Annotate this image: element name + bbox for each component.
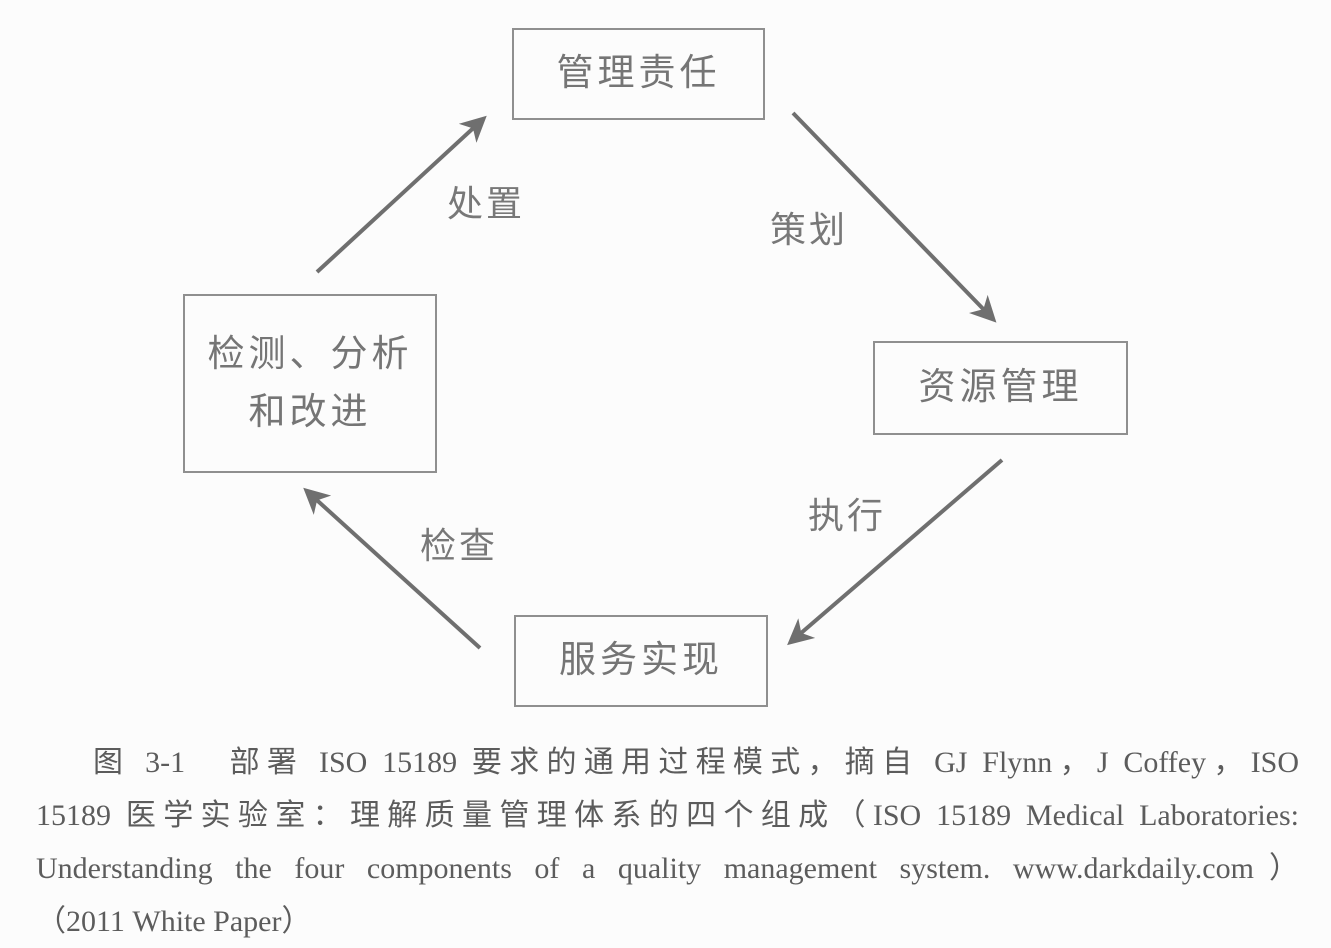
node-management-responsibility: 管理责任 [512,28,765,120]
node-label-line1: 检测、分析 [207,334,413,376]
caption-line-1: 图 3-1 部署 ISO 15189 要求的通用过程模式，摘自 GJ Flynn… [93,746,1299,779]
edge-label-plan: 策划 [770,210,849,250]
figure-caption: 图 3-1 部署 ISO 15189 要求的通用过程模式，摘自 GJ Flynn… [36,736,1299,948]
node-label: 资源管理 [918,367,1083,409]
caption-line-2: 15189 医学实验室：理解质量管理体系的四个组成（ISO 15189 Medi… [36,799,1299,832]
edge-label-do: 执行 [808,496,887,536]
node-label: 服务实现 [559,640,723,682]
node-label: 管理责任 [556,53,721,95]
node-label-line2: 和改进 [248,391,372,433]
caption-line-3: Understanding the four components of a q… [36,852,1299,885]
caption-line-4: （2011 White Paper） [36,905,312,938]
edge-label-check: 检查 [420,526,499,566]
node-service-realization: 服务实现 [514,615,768,707]
edge-label-act: 处置 [447,184,526,224]
node-resource-management: 资源管理 [873,341,1128,435]
node-measurement-analysis-improvement: 检测、分析 和改进 [183,294,437,473]
